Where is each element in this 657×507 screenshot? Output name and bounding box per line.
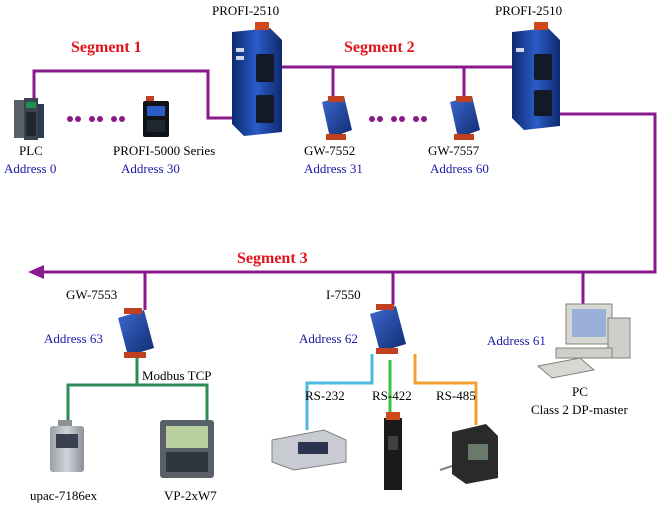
rs232-label: RS-232	[305, 388, 345, 403]
profi-5000-address: Address 30	[121, 161, 180, 176]
plc-icon	[14, 98, 44, 140]
profi-5000-icon	[143, 96, 169, 137]
rs422-device-icon	[384, 412, 402, 490]
rs485-line	[413, 354, 478, 425]
segment-3-arrow-icon	[28, 265, 44, 279]
pc-address: Address 61	[487, 333, 546, 348]
segment-3-label: Segment 3	[237, 250, 308, 267]
pc-icon	[536, 303, 631, 379]
profi-2510-left-label: PROFI-2510	[212, 3, 279, 18]
plc-label: PLC	[19, 143, 43, 158]
rs485-label: RS-485	[436, 388, 476, 403]
pc-role-label: Class 2 DP-master	[531, 402, 628, 417]
rs485-device-icon	[439, 424, 498, 484]
modbus-tcp-line	[66, 355, 209, 420]
gw7553-label: GW-7553	[66, 287, 117, 302]
meter-icon	[271, 429, 347, 471]
gw7557-label: GW-7557	[428, 143, 480, 158]
modbus-tcp-label: Modbus TCP	[142, 368, 211, 383]
plc-address: Address 0	[4, 161, 56, 176]
gw7557-address: Address 60	[430, 161, 489, 176]
profi-5000-label: PROFI-5000 Series	[113, 143, 215, 158]
vp-touch-panel-icon	[160, 420, 214, 478]
profi-2510-icon	[232, 22, 282, 136]
segment-1-bus	[32, 69, 244, 120]
gw7553-address: Address 63	[44, 331, 103, 346]
segment-3-bus	[40, 112, 657, 310]
gateway-icon	[450, 96, 480, 140]
profi-2510-icon	[512, 22, 560, 130]
upac-label: upac-7186ex	[30, 488, 98, 503]
rs232-line	[305, 354, 374, 430]
ellipsis-dots-segment-2	[369, 116, 427, 122]
ellipsis-dots-segment-1	[67, 116, 125, 122]
i7550-label: I-7550	[326, 287, 361, 302]
segment-1-label: Segment 1	[71, 39, 142, 56]
segment-2-bus	[280, 65, 518, 98]
rs422-label: RS-422	[372, 388, 412, 403]
profi-2510-right-label: PROFI-2510	[495, 3, 562, 18]
vp-label: VP-2xW7	[164, 488, 217, 503]
gateway-icon	[322, 96, 352, 140]
gateway-icon	[370, 304, 406, 354]
gw7552-address: Address 31	[304, 161, 363, 176]
segment-2-label: Segment 2	[344, 39, 415, 56]
gw7552-label: GW-7552	[304, 143, 355, 158]
gateway-icon	[118, 308, 154, 358]
pc-label: PC	[572, 384, 588, 399]
upac-icon	[50, 420, 84, 472]
i7550-address: Address 62	[299, 331, 358, 346]
